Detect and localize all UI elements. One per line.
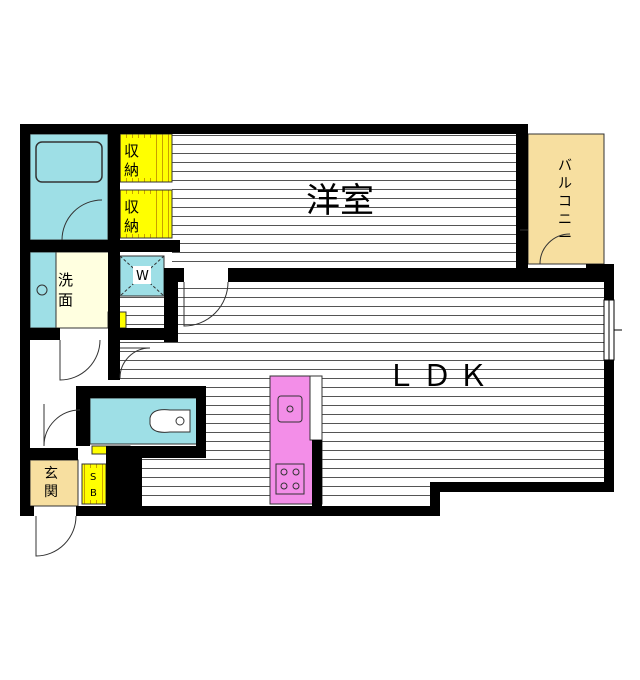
western-room-floor bbox=[172, 134, 516, 268]
balcony bbox=[527, 133, 605, 265]
western-room-label: 洋室 bbox=[306, 181, 374, 221]
closet-top-label-2: 納 bbox=[124, 161, 139, 179]
svg-text:洗: 洗 bbox=[58, 271, 73, 289]
svg-text:バ: バ bbox=[558, 158, 572, 174]
svg-text:ー: ー bbox=[558, 230, 572, 246]
svg-text:面: 面 bbox=[58, 291, 73, 309]
svg-text:関: 関 bbox=[44, 484, 58, 500]
svg-text:ニ: ニ bbox=[558, 212, 572, 228]
toilet-icon bbox=[149, 409, 191, 433]
svg-text:B: B bbox=[90, 488, 97, 499]
svg-text:ル: ル bbox=[558, 176, 572, 192]
ldk-label: ＬＤＫ bbox=[386, 359, 494, 394]
ldk-floor bbox=[120, 280, 608, 406]
svg-text:コ: コ bbox=[558, 194, 572, 210]
bathtub-icon bbox=[35, 141, 103, 183]
svg-text:収: 収 bbox=[124, 198, 139, 216]
doors bbox=[35, 229, 528, 557]
closet-top-label-1: 収 bbox=[124, 142, 139, 160]
svg-text:玄: 玄 bbox=[44, 465, 58, 482]
washer-label: W bbox=[136, 269, 149, 284]
stove-icon bbox=[275, 463, 305, 495]
svg-text:納: 納 bbox=[124, 217, 139, 235]
walls bbox=[20, 124, 614, 516]
kitchen-sink-icon bbox=[277, 395, 303, 423]
sink-icon bbox=[36, 284, 48, 296]
svg-text:S: S bbox=[90, 472, 96, 483]
